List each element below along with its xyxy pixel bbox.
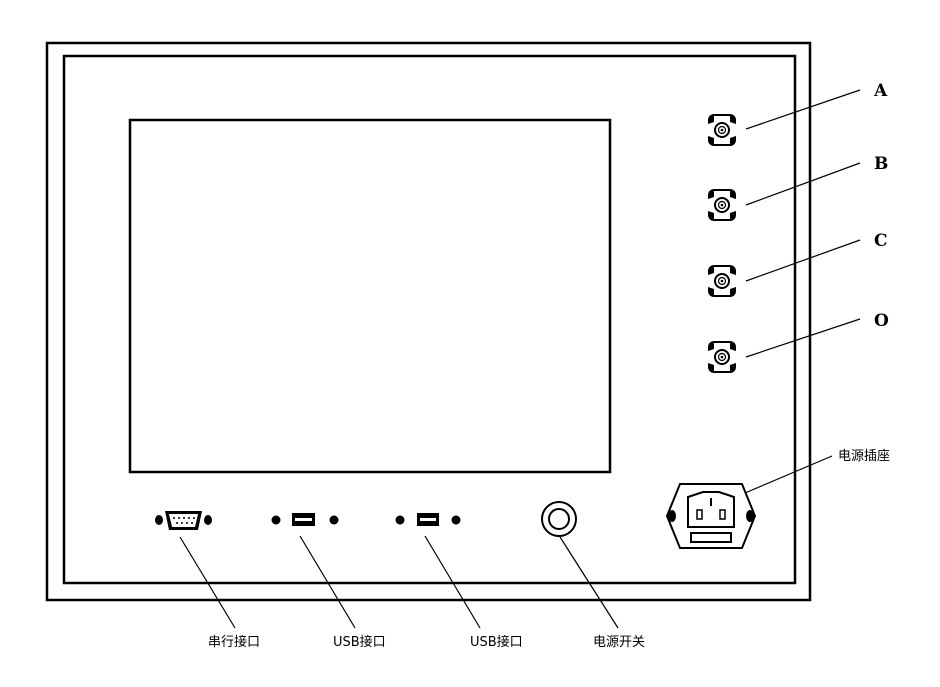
bnc-connector-c-icon [707,264,737,298]
inner-frame [62,54,797,585]
bnc-connector-o-icon [707,340,737,374]
usb-port-1-label: USB接口 [333,634,386,650]
connector-label-o: O [874,311,889,331]
connector-label-a: A [873,81,888,101]
power-socket-icon [665,483,757,549]
power-socket-label: 电源插座 [838,449,890,464]
power-switch-icon [541,501,577,537]
bnc-connector-a-icon [707,113,737,147]
usb-port-2-icon [395,513,461,526]
power-switch-label: 电源开关 [593,635,645,650]
serial-port-label: 串行接口 [208,634,260,650]
connector-label-c: C [874,231,888,251]
outer-frame [45,41,812,602]
usb-port-1-icon [271,513,339,526]
usb-port-2-label: USB接口 [470,634,523,650]
leader-lines [179,89,861,629]
bnc-connector-b-icon [707,188,737,222]
connector-label-b: B [874,154,888,174]
serial-port-icon [155,511,212,530]
display-screen [128,118,612,474]
